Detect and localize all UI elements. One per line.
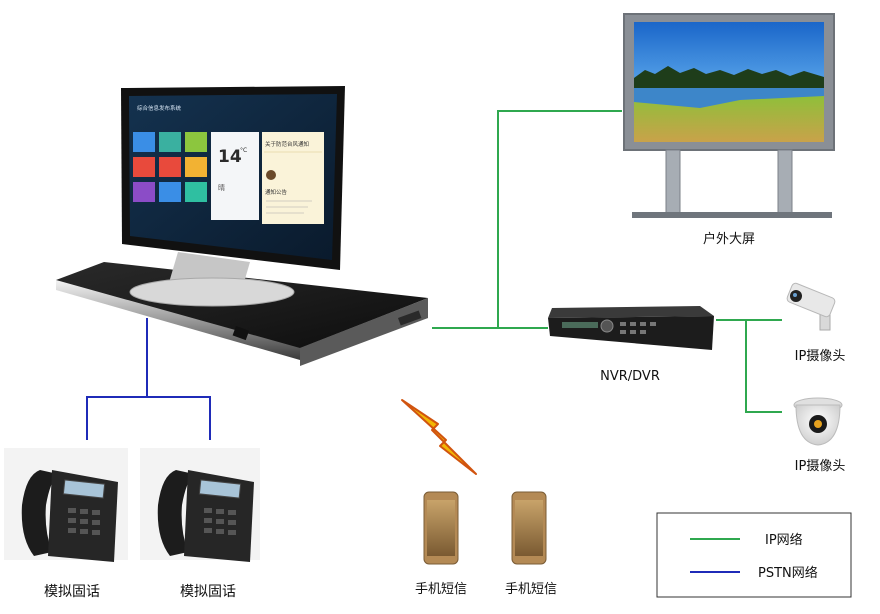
mobile-left-screen	[427, 500, 455, 556]
outdoor-screen-trees	[634, 66, 824, 88]
desk-phone-right-handset	[157, 470, 194, 556]
desk-phone-right-display	[198, 479, 242, 499]
desk-phone-right-keypad	[204, 508, 236, 535]
desk-phone-right-label: 模拟固话	[180, 584, 236, 600]
outdoor-screen-post-left	[665, 149, 681, 215]
desk-phone-left-keypad	[68, 508, 100, 535]
desk-phone-right: 模拟固话	[140, 448, 260, 600]
mobile-phone-right: 手机短信	[505, 491, 557, 597]
legend-box	[656, 512, 852, 598]
ip-line-nvr-to-camera-dome	[745, 320, 782, 413]
ip-network-lines	[432, 110, 782, 413]
mobile-right-screen	[515, 500, 543, 556]
nvr-knob	[600, 319, 614, 333]
outdoor-screen-label: 户外大屏	[703, 231, 755, 247]
console-base-front	[300, 298, 428, 366]
integrated-console: 综合信息发布系统 14 °C 晴 关于防范台风通知 通知公告	[56, 86, 428, 366]
legend-pstn-label: PSTN网络	[758, 565, 818, 581]
outdoor-screen-footing	[632, 212, 832, 218]
nvr-buttons	[620, 322, 656, 334]
console-temperature: 14	[218, 147, 242, 167]
nvr-top	[548, 306, 714, 318]
console-stand-foot	[129, 277, 295, 307]
legend: IP网络 PSTN网络	[656, 512, 852, 598]
nvr-display	[562, 322, 598, 328]
nvr-dvr: NVR/DVR	[548, 306, 714, 384]
camera-dome-lens-ring	[814, 420, 822, 428]
console-weather-word: 晴	[218, 183, 225, 192]
mobile-left-label: 手机短信	[415, 582, 467, 597]
pstn-network-lines	[86, 318, 211, 440]
pstn-line-branch	[86, 396, 211, 440]
legend-ip-label: IP网络	[765, 532, 803, 548]
console-temperature-unit: °C	[240, 147, 247, 154]
console-notice2-title: 通知公告	[265, 188, 288, 196]
console-notice-title: 关于防范台风通知	[265, 140, 309, 148]
camera-dome-label: IP摄像头	[795, 459, 846, 474]
console-notice-avatar	[266, 170, 276, 180]
camera-bullet: IP摄像头	[786, 282, 845, 364]
desk-phone-left-handset	[21, 470, 58, 556]
ip-line-to-outdoor-screen	[497, 110, 622, 328]
console-weather-card	[211, 132, 259, 220]
nvr-label: NVR/DVR	[600, 369, 660, 384]
mobile-right-label: 手机短信	[505, 582, 557, 597]
console-port	[232, 326, 250, 341]
camera-bullet-lens-glint	[793, 293, 797, 297]
console-vent	[398, 310, 422, 326]
outdoor-screen-grass	[634, 96, 824, 142]
desk-phone-left: 模拟固话	[4, 448, 128, 600]
console-app-tiles	[133, 132, 207, 202]
desk-phone-left-display	[62, 479, 106, 499]
camera-bullet-label: IP摄像头	[795, 349, 846, 364]
wireless-lightning-icon	[401, 399, 477, 475]
camera-dome: IP摄像头	[793, 397, 846, 474]
mobile-phone-left: 手机短信	[415, 491, 467, 597]
outdoor-screen: 户外大屏	[623, 13, 835, 247]
outdoor-screen-post-right	[777, 149, 793, 215]
desk-phone-left-label: 模拟固话	[44, 584, 100, 600]
console-screen-header: 综合信息发布系统	[137, 104, 182, 112]
